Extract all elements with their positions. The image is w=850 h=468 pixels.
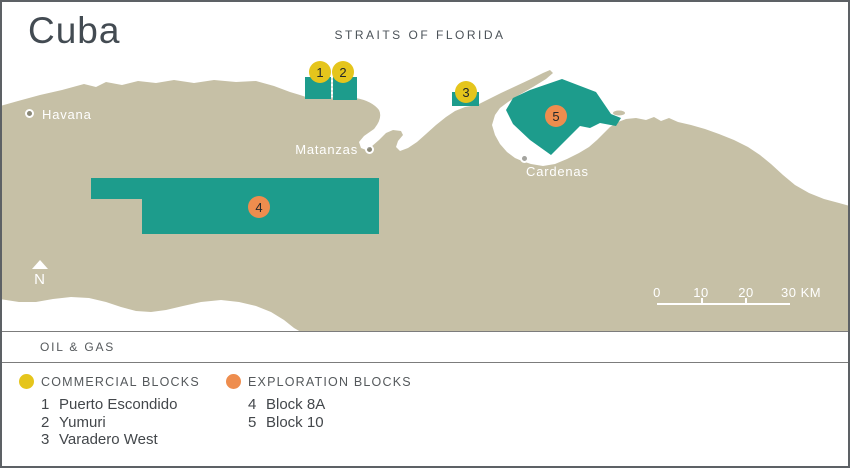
legend-item-name: Varadero West bbox=[59, 431, 158, 448]
commercial-key-dot-icon bbox=[19, 374, 34, 389]
block-4-badge: 4 bbox=[248, 196, 270, 218]
legend-item-name: Block 8A bbox=[266, 396, 326, 413]
map-svg bbox=[2, 70, 848, 332]
legend-item-number: 5 bbox=[248, 413, 257, 431]
havana-city-marker bbox=[25, 109, 34, 118]
legend-item-name: Block 10 bbox=[266, 413, 324, 431]
havana-city-label: Havana bbox=[42, 107, 92, 122]
exploration-blocks-items: 4 Block 8A 5 Block 10 bbox=[248, 396, 412, 431]
scale-label-30: 30 KM bbox=[781, 285, 822, 300]
legend-item-name: Yumuri bbox=[59, 413, 106, 431]
exploration-blocks-title: EXPLORATION BLOCKS bbox=[248, 374, 412, 389]
exploration-blocks-title-row: EXPLORATION BLOCKS bbox=[226, 374, 412, 389]
block-8a bbox=[91, 178, 379, 234]
legend-item: 2 Yumuri bbox=[41, 414, 200, 432]
legend-item-number: 4 bbox=[248, 396, 257, 413]
scale-line bbox=[657, 303, 790, 305]
legend-item-number: 2 bbox=[41, 413, 50, 431]
cay-island bbox=[613, 110, 625, 116]
legend-item: 1 Puerto Escondido bbox=[41, 396, 200, 414]
map-title: Cuba bbox=[28, 10, 121, 51]
block-1-badge: 1 bbox=[309, 61, 331, 83]
exploration-key-dot-icon bbox=[226, 374, 241, 389]
commercial-blocks-group: COMMERCIAL BLOCKS 1 Puerto Escondido 2 Y… bbox=[19, 374, 200, 449]
cardenas-city-marker bbox=[520, 154, 529, 163]
scale-tick bbox=[701, 298, 703, 303]
legend-item-number: 3 bbox=[41, 431, 50, 448]
map-area: Cuba STRAITS OF FLORIDA Havana Matanzas … bbox=[2, 2, 848, 332]
north-arrow: N bbox=[30, 260, 50, 288]
legend: OIL & GAS COMMERCIAL BLOCKS 1 Puerto Esc… bbox=[2, 331, 848, 466]
matanzas-city-label: Matanzas bbox=[295, 142, 358, 157]
matanzas-city-marker bbox=[365, 145, 374, 154]
cuba-landmass bbox=[2, 70, 848, 332]
legend-item: 3 Varadero West bbox=[41, 431, 200, 449]
block-yumuri bbox=[333, 77, 357, 100]
scale-label-0: 0 bbox=[653, 285, 661, 300]
exploration-blocks-group: EXPLORATION BLOCKS 4 Block 8A 5 Block 10 bbox=[226, 374, 412, 431]
legend-item: 5 Block 10 bbox=[248, 414, 412, 432]
legend-item-number: 1 bbox=[41, 396, 50, 413]
scale-label-20: 20 bbox=[738, 285, 754, 300]
block-2-badge: 2 bbox=[332, 61, 354, 83]
cay-island bbox=[624, 119, 632, 125]
commercial-blocks-title: COMMERCIAL BLOCKS bbox=[41, 374, 200, 389]
commercial-blocks-items: 1 Puerto Escondido 2 Yumuri 3 Varadero W… bbox=[41, 396, 200, 449]
legend-header: OIL & GAS bbox=[2, 332, 848, 363]
north-arrow-icon bbox=[32, 260, 48, 269]
scale-bar: 0 10 20 30 KM bbox=[653, 285, 821, 309]
block-3-badge: 3 bbox=[455, 81, 477, 103]
legend-item-name: Puerto Escondido bbox=[59, 396, 178, 413]
cardenas-city-label: Cardenas bbox=[526, 164, 589, 179]
legend-item: 4 Block 8A bbox=[248, 396, 412, 414]
scale-label-10: 10 bbox=[693, 285, 709, 300]
commercial-blocks-title-row: COMMERCIAL BLOCKS bbox=[19, 374, 200, 389]
scale-tick bbox=[745, 298, 747, 303]
block-puerto-escondido bbox=[305, 77, 331, 99]
straits-of-florida-label: STRAITS OF FLORIDA bbox=[334, 28, 506, 42]
block-5-badge: 5 bbox=[545, 105, 567, 127]
north-label: N bbox=[34, 271, 46, 288]
